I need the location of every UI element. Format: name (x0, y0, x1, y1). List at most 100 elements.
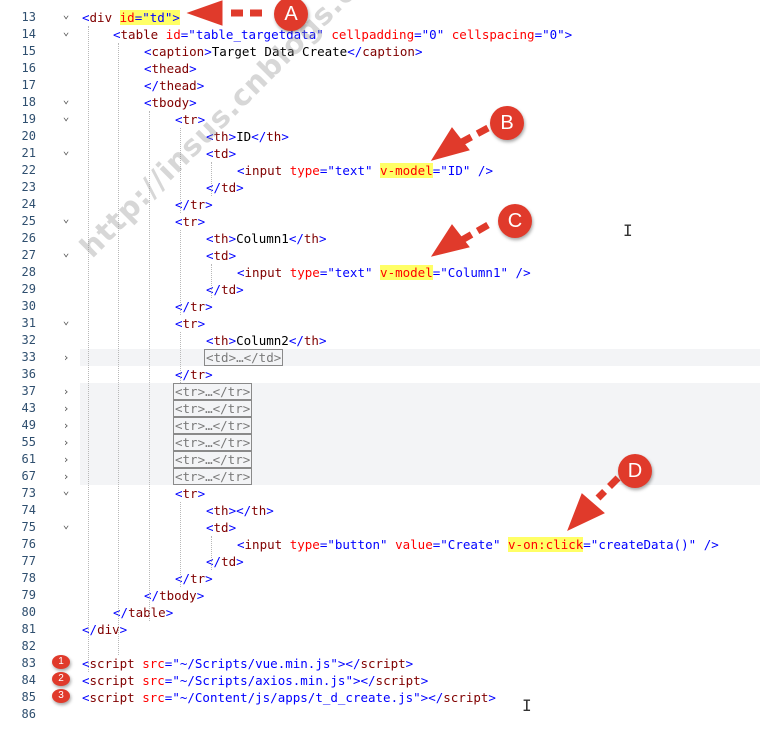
code-text: <input type="text" v-model="Column1" /> (237, 265, 531, 280)
code-line[interactable]: 33 › <td>…</td> (22, 349, 760, 366)
code-line[interactable]: 76<input type="button" value="Create" v-… (0, 536, 760, 553)
line-number: 27 (21, 248, 36, 262)
arrow-a (186, 0, 262, 26)
code-line[interactable]: 29</td> (0, 281, 760, 298)
fold-expanded-icon[interactable]: ⌄ (62, 110, 70, 123)
fold-expanded-icon[interactable]: ⌄ (62, 484, 70, 497)
code-text: </td> (206, 554, 244, 569)
fold-collapsed-icon[interactable]: › (62, 453, 70, 466)
fold-expanded-icon[interactable]: ⌄ (62, 25, 70, 38)
code-line[interactable]: 77</td> (0, 553, 760, 570)
collapsed-region[interactable]: <td>…</td> (204, 349, 284, 366)
collapsed-region[interactable]: <tr>…</tr> (173, 417, 253, 434)
code-line[interactable]: 81</div> (0, 621, 760, 638)
code-line[interactable]: 82 (0, 638, 760, 655)
fold-expanded-icon[interactable]: ⌄ (62, 518, 70, 531)
code-line[interactable]: 80</table> (0, 604, 760, 621)
code-text: </thead> (144, 78, 205, 93)
collapsed-region[interactable]: <tr>…</tr> (173, 451, 253, 468)
code-line[interactable]: 73⌄<tr> (0, 484, 760, 502)
line-number: 14 (21, 27, 36, 41)
code-line[interactable]: 14⌄<table id="table_targetdata" cellpadd… (0, 25, 760, 43)
code-line[interactable]: 26<th>Column1</th> (0, 230, 760, 247)
code-text: <input type="text" v-model="ID" /> (237, 163, 493, 178)
fold-collapsed-icon[interactable]: › (62, 402, 70, 415)
fold-collapsed-icon[interactable]: › (62, 436, 70, 449)
fold-expanded-icon[interactable]: ⌄ (62, 212, 70, 225)
code-line[interactable]: 49›<tr>…</tr> (22, 417, 760, 434)
code-text: </td> (206, 282, 244, 297)
code-line[interactable]: 32<th>Column2</th> (0, 332, 760, 349)
line-number: 33 (21, 350, 36, 364)
line-number: 43 (21, 401, 36, 415)
code-line[interactable]: 84<script src="~/Scripts/axios.min.js"><… (0, 672, 760, 689)
code-line[interactable]: 23</td> (0, 179, 760, 196)
fold-expanded-icon[interactable]: ⌄ (62, 93, 70, 106)
collapsed-region[interactable]: <tr>…</tr> (173, 383, 253, 400)
fold-collapsed-icon[interactable]: › (62, 419, 70, 432)
fold-expanded-icon[interactable]: ⌄ (62, 314, 70, 327)
code-line[interactable]: 78</tr> (0, 570, 760, 587)
line-number: 26 (21, 231, 36, 245)
code-line[interactable]: 83<script src="~/Scripts/vue.min.js"></s… (0, 655, 760, 672)
fold-expanded-icon[interactable]: ⌄ (62, 246, 70, 259)
code-text: <tr> (175, 316, 206, 331)
code-line[interactable]: 28 <input type="text" v-model="Column1" /… (0, 264, 760, 281)
code-text: </tbody> (144, 588, 205, 603)
line-number: 17 (21, 78, 36, 92)
code-line[interactable]: 30</tr> (0, 298, 760, 315)
code-line[interactable]: 19⌄<tr> (0, 110, 760, 128)
code-line[interactable]: 67 › <tr>…</tr> (22, 468, 760, 485)
code-text: <td>…</td> (204, 349, 284, 366)
indent-guide (180, 502, 181, 587)
code-line[interactable]: 79</tbody> (0, 587, 760, 604)
code-text: <caption>Target Data Create</caption> (144, 44, 423, 59)
fold-collapsed-icon[interactable]: › (62, 385, 70, 398)
code-line[interactable]: 17 </thead> (0, 77, 760, 94)
code-text: <tr> (175, 112, 206, 127)
code-line[interactable]: 13⌄<div id="td"> (0, 8, 760, 26)
code-line[interactable]: 75⌄<td> (0, 518, 760, 536)
code-line[interactable]: 37›<tr>…</tr> (22, 383, 760, 400)
code-line[interactable]: 61›<tr>…</tr> (22, 451, 760, 468)
code-line[interactable]: 16<thead> (0, 60, 760, 77)
code-line[interactable]: 55›<tr>…</tr> (22, 434, 760, 451)
fold-expanded-icon[interactable]: ⌄ (62, 8, 70, 21)
collapsed-region[interactable]: <tr>…</tr> (173, 434, 253, 451)
code-line[interactable]: 31⌄<tr> (0, 314, 760, 332)
indent-guide (211, 264, 212, 298)
line-number: 82 (21, 639, 36, 653)
line-number: 28 (21, 265, 36, 279)
line-number: 18 (21, 95, 36, 109)
line-number: 83 (21, 656, 36, 670)
code-line[interactable]: 27⌄<td> (0, 246, 760, 264)
fold-collapsed-icon[interactable]: › (62, 351, 70, 364)
indent-guide (211, 536, 212, 570)
code-line[interactable]: 74<th></th> (0, 502, 760, 519)
code-line[interactable]: 24</tr> (0, 196, 760, 213)
line-number: 15 (21, 44, 36, 58)
code-line[interactable]: 22<input type="text" v-model="ID" /> (0, 162, 760, 179)
code-line[interactable]: 43 › <tr>…</tr> (22, 400, 760, 417)
code-text: </tr> (175, 571, 213, 586)
fold-collapsed-icon[interactable]: › (62, 470, 70, 483)
line-number: 76 (21, 537, 36, 551)
code-line[interactable]: 18 ⌄ <tbody> (0, 93, 760, 111)
code-line[interactable]: 20<th>ID</th> (0, 128, 760, 145)
code-line[interactable]: 25⌄<tr> (0, 212, 760, 230)
code-text: <script src="~/Scripts/axios.min.js"></s… (82, 673, 429, 688)
code-text: <tbody> (144, 95, 197, 110)
code-line[interactable]: 86 (0, 706, 760, 723)
code-line[interactable]: 15 <caption>Target Data Create</caption> (0, 43, 760, 60)
line-number: 36 (21, 367, 36, 381)
code-text: <td> (206, 520, 237, 535)
code-line[interactable]: 36</tr> (0, 366, 760, 383)
callout-badge-3: 3 (52, 689, 70, 703)
code-line[interactable]: 21⌄<td> (0, 144, 760, 162)
fold-expanded-icon[interactable]: ⌄ (62, 144, 70, 157)
collapsed-region[interactable]: <tr>…</tr> (173, 400, 253, 417)
code-line[interactable]: 85<script src="~/Content/js/apps/t_d_cre… (0, 689, 760, 706)
collapsed-region[interactable]: <tr>…</tr> (173, 468, 253, 485)
line-number: 67 (21, 469, 36, 483)
